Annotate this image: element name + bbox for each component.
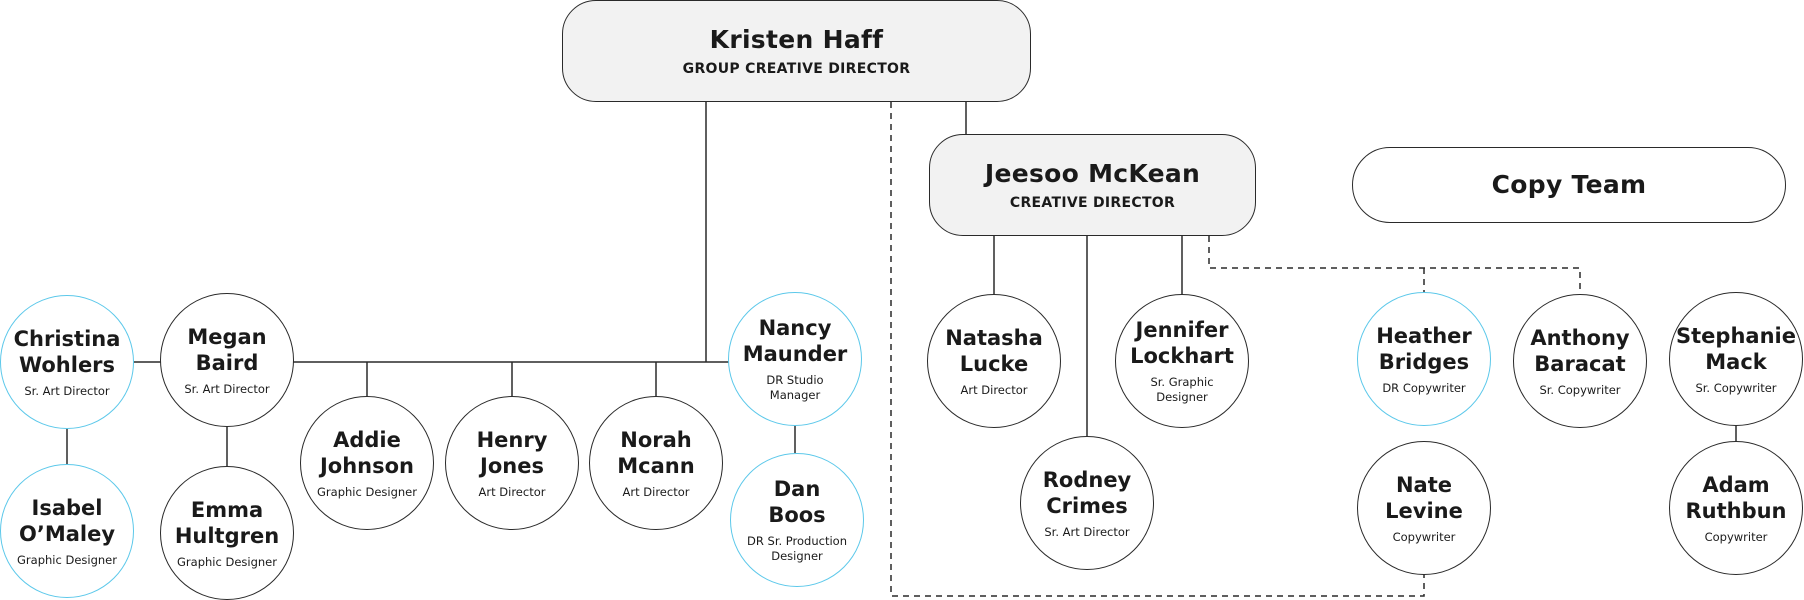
person-role: Graphic Designer <box>17 552 117 567</box>
person-role: Art Director <box>960 382 1028 397</box>
person-node-natasha: Natasha Lucke Art Director <box>927 294 1061 428</box>
person-role: DR Studio Manager <box>766 373 824 402</box>
person-node-addie: Addie Johnson Graphic Designer <box>300 396 434 530</box>
person-node-rodney: Rodney Crimes Sr. Art Director <box>1020 436 1154 570</box>
person-name: Emma Hultgren <box>174 497 280 548</box>
person-name: Isabel O’Maley <box>18 495 116 546</box>
person-role: DR Copywriter <box>1382 380 1466 395</box>
person-node-heather: Heather Bridges DR Copywriter <box>1357 292 1491 426</box>
person-node-dan: Dan Boos DR Sr. Production Designer <box>730 453 864 587</box>
person-name: Nate Levine <box>1385 472 1463 523</box>
creative-director-box: Jeesoo McKean CREATIVE DIRECTOR <box>929 134 1256 236</box>
person-name: Christina Wohlers <box>13 326 121 377</box>
person-name: Adam Ruthbun <box>1685 472 1787 523</box>
person-node-adam: Adam Ruthbun Copywriter <box>1669 441 1803 575</box>
person-node-isabel: Isabel O’Maley Graphic Designer <box>0 464 134 598</box>
person-node-jennifer: Jennifer Lockhart Sr. Graphic Designer <box>1115 294 1249 428</box>
person-name: Stephanie Mack <box>1676 323 1796 374</box>
person-node-anthony: Anthony Baracat Sr. Copywriter <box>1513 294 1647 428</box>
creative-director-name: Jeesoo McKean <box>984 159 1201 188</box>
person-name: Dan Boos <box>768 477 826 527</box>
person-role: Copywriter <box>1392 529 1456 544</box>
director-title: GROUP CREATIVE DIRECTOR <box>682 61 911 77</box>
creative-director-title: CREATIVE DIRECTOR <box>1009 195 1176 211</box>
person-name: Norah Mcann <box>617 427 695 478</box>
person-name: Anthony Baracat <box>1530 325 1630 376</box>
person-name: Natasha Lucke <box>945 325 1043 376</box>
person-role: Sr. Art Director <box>24 383 110 398</box>
dashed-connector <box>890 102 1425 597</box>
person-name: Megan Baird <box>187 324 267 375</box>
person-role: DR Sr. Production Designer <box>747 534 847 563</box>
person-role: Graphic Designer <box>177 554 277 569</box>
person-name: Rodney Crimes <box>1042 467 1132 518</box>
person-role: Sr. Art Director <box>184 381 270 396</box>
person-name: Addie Johnson <box>319 427 415 478</box>
director-name: Kristen Haff <box>709 25 884 54</box>
person-role: Graphic Designer <box>317 484 417 499</box>
copy-team-label: Copy Team <box>1491 170 1647 199</box>
person-role: Copywriter <box>1704 529 1768 544</box>
person-role: Art Director <box>478 484 546 499</box>
person-role: Sr. Copywriter <box>1539 382 1621 397</box>
person-node-stephanie: Stephanie Mack Sr. Copywriter <box>1669 292 1803 426</box>
person-name: Henry Jones <box>476 427 548 478</box>
person-node-megan: Megan Baird Sr. Art Director <box>160 293 294 427</box>
person-name: Jennifer Lockhart <box>1130 318 1234 368</box>
person-role: Sr. Art Director <box>1044 524 1130 539</box>
person-node-emma: Emma Hultgren Graphic Designer <box>160 466 294 600</box>
person-role: Sr. Copywriter <box>1695 380 1777 395</box>
person-node-henry: Henry Jones Art Director <box>445 396 579 530</box>
person-name: Nancy Maunder <box>742 316 848 366</box>
copy-team-box: Copy Team <box>1352 147 1786 223</box>
person-node-christina: Christina Wohlers Sr. Art Director <box>0 295 134 429</box>
person-node-norah: Norah Mcann Art Director <box>589 396 723 530</box>
person-role: Sr. Graphic Designer <box>1150 375 1214 404</box>
director-box: Kristen Haff GROUP CREATIVE DIRECTOR <box>562 0 1031 102</box>
person-role: Art Director <box>622 484 690 499</box>
dashed-connector <box>1208 236 1581 294</box>
person-node-nate: Nate Levine Copywriter <box>1357 441 1491 575</box>
person-name: Heather Bridges <box>1376 323 1472 374</box>
person-node-nancy: Nancy Maunder DR Studio Manager <box>728 292 862 426</box>
